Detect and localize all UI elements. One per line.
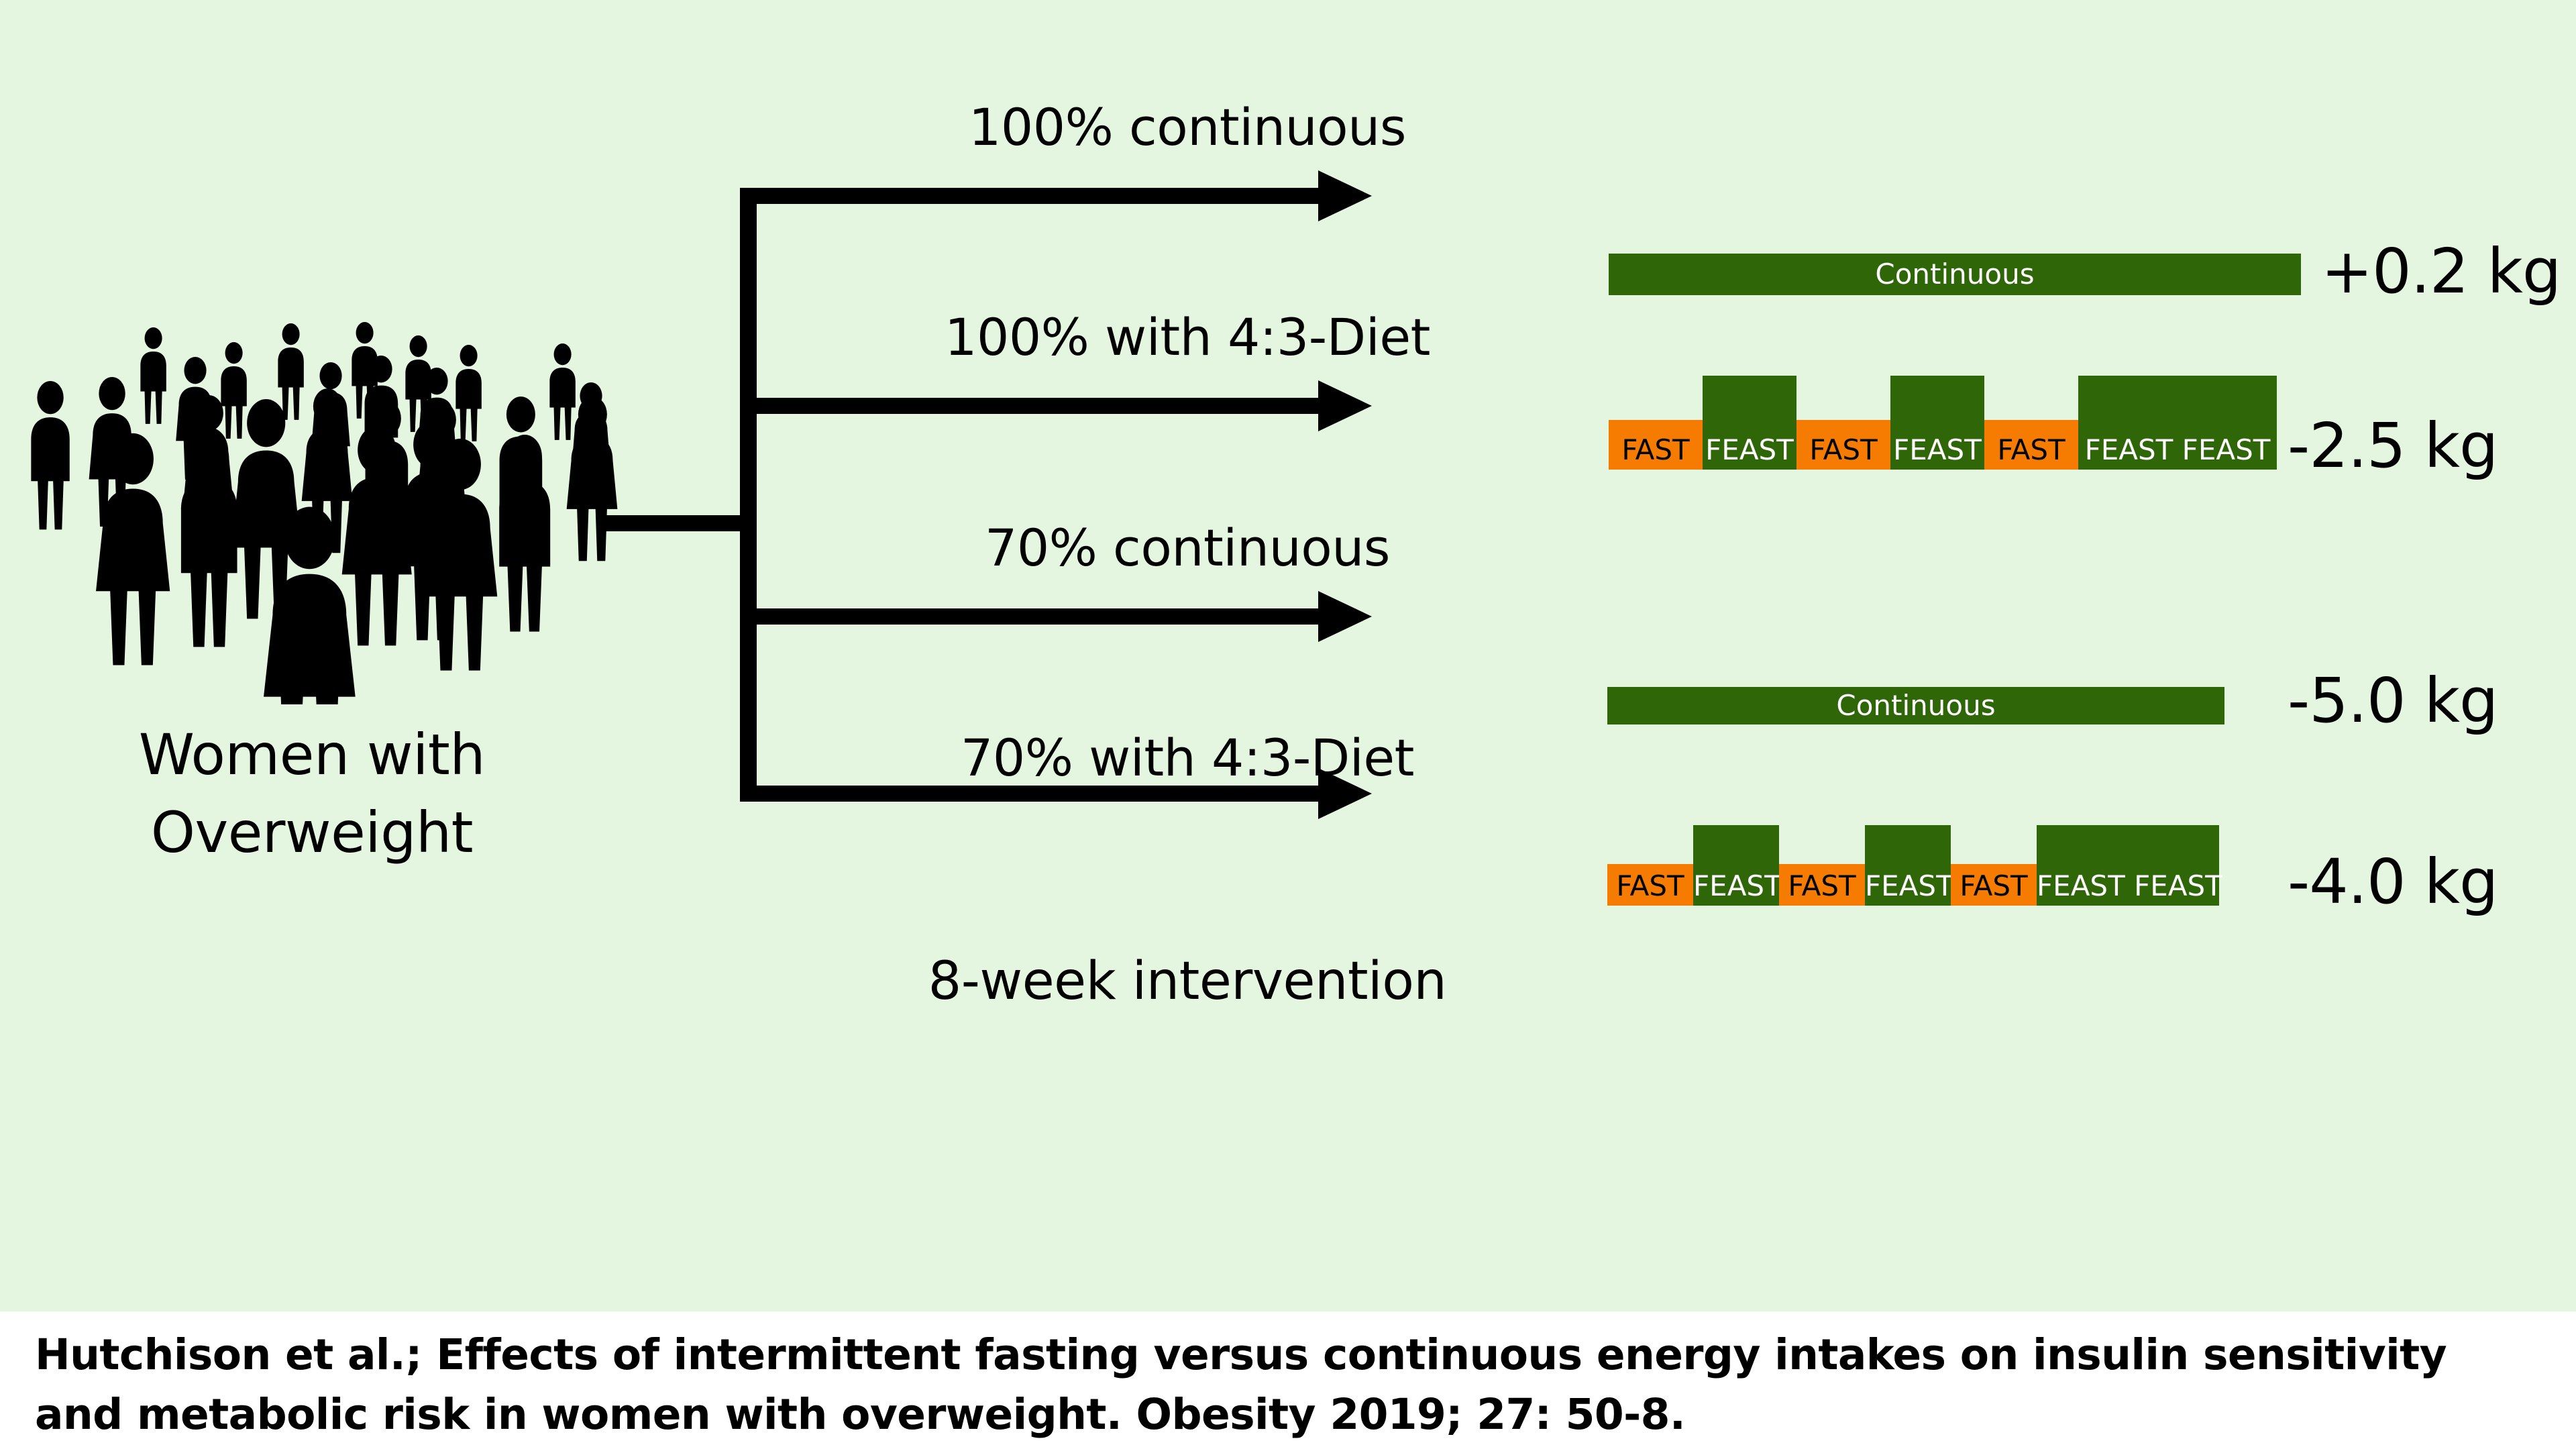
schedule-block-label: Continuous bbox=[1875, 258, 2035, 291]
tree-trunk bbox=[740, 188, 757, 802]
schedule-block-label: FAST bbox=[1960, 869, 2028, 903]
weight-change-value-0: +0.2 kg bbox=[2321, 235, 2561, 307]
caption-bar: Hutchison et al.; Effects of intermitten… bbox=[0, 1311, 2576, 1449]
schedule-block-fast: FAST bbox=[1796, 420, 1890, 470]
schedule-block-label: FEAST bbox=[1705, 433, 1794, 467]
arm-label-0: 100% continuous bbox=[969, 97, 1406, 157]
schedule-block-label: FAST bbox=[1809, 433, 1878, 467]
cohort-label: Women with Overweight bbox=[40, 716, 584, 872]
schedule-block-fast: FAST bbox=[1951, 864, 2037, 906]
weight-change-value-1: -2.5 kg bbox=[2288, 410, 2498, 482]
schedule-block-label: FAST bbox=[1621, 433, 1690, 467]
schedule-block-label: FEAST bbox=[1693, 869, 1782, 903]
schedule-block-fast: FAST bbox=[1984, 420, 2078, 470]
result-row-3: FAST FEAST FAST FEAST FAST FEAST FEAST -… bbox=[1603, 731, 2569, 918]
schedule-block-feast-double: FEAST FEAST bbox=[2078, 376, 2277, 470]
cohort-label-line-2: Overweight bbox=[150, 799, 474, 865]
intervention-duration-note: 8-week intervention bbox=[928, 951, 1447, 1012]
schedule-block-feast: FEAST bbox=[1865, 825, 1953, 906]
cohort-label-line-1: Women with bbox=[138, 722, 486, 788]
schedule-block-label: FAST bbox=[1997, 433, 2065, 467]
schedule-block-fast: FAST bbox=[1607, 864, 1693, 906]
result-row-1: FAST FEAST FAST FEAST FAST FEAST FEAST -… bbox=[1603, 295, 2569, 482]
schedule-block-label: FEAST bbox=[1893, 433, 1982, 467]
schedule-block-feast-double: FEAST FEAST bbox=[2037, 825, 2222, 906]
weight-change-value-2: -5.0 kg bbox=[2288, 665, 2498, 737]
result-row-2: Continuous -5.0 kg bbox=[1603, 550, 2569, 737]
arm-label-3: 70% with 4:3-Diet bbox=[961, 728, 1414, 788]
arm-label-2: 70% continuous bbox=[984, 518, 1391, 578]
tree-stem bbox=[604, 515, 748, 531]
result-row-0: Continuous +0.2 kg bbox=[1603, 121, 2569, 307]
schedule-block-fast: FAST bbox=[1779, 864, 1865, 906]
citation-text: Hutchison et al.; Effects of intermitten… bbox=[35, 1330, 2447, 1440]
schedule-block-feast: FEAST bbox=[1890, 376, 1984, 470]
schedule-block-label: FAST bbox=[1788, 869, 1856, 903]
diagram-panel: Women with Overweight bbox=[0, 0, 2576, 1311]
arm-label-1: 100% with 4:3-Diet bbox=[945, 307, 1430, 367]
schedule-block-feast: FEAST bbox=[1693, 825, 1782, 906]
schedule-block-label: FEAST FEAST bbox=[2084, 433, 2271, 467]
schedule-block-continuous: Continuous bbox=[1609, 254, 2301, 295]
weight-change-value-3: -4.0 kg bbox=[2288, 846, 2498, 918]
schedule-block-continuous: Continuous bbox=[1607, 687, 2224, 724]
schedule-block-fast: FAST bbox=[1609, 420, 1703, 470]
randomization-arrow-tree bbox=[604, 168, 1610, 906]
schedule-block-label: FEAST bbox=[1865, 869, 1953, 903]
schedule-block-label: FAST bbox=[1616, 869, 1684, 903]
crowd-of-people-icon bbox=[20, 315, 624, 704]
schedule-block-label: Continuous bbox=[1836, 689, 1996, 722]
schedule-block-label: FEAST FEAST bbox=[2037, 869, 2222, 903]
schedule-block-feast: FEAST bbox=[1703, 376, 1796, 470]
